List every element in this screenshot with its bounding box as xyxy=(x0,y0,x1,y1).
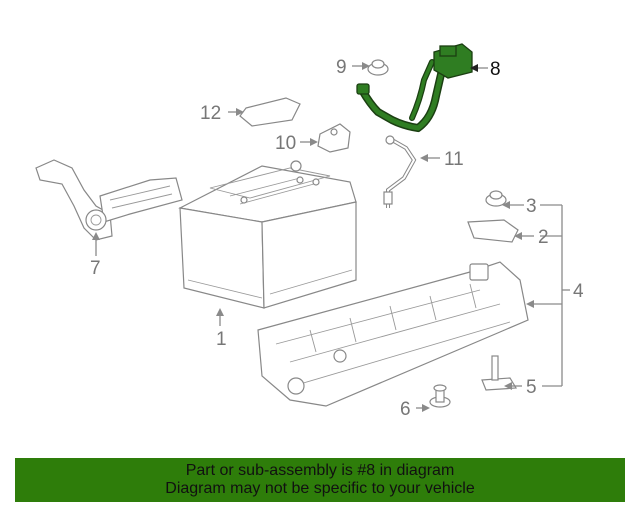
bolt-part-6[interactable] xyxy=(429,384,451,408)
callout-10: 10 xyxy=(275,133,296,154)
callout-9: 9 xyxy=(336,57,347,78)
bracket-part-10[interactable] xyxy=(317,123,351,153)
battery-part-1[interactable] xyxy=(178,160,357,309)
battery-cable-part-8[interactable] xyxy=(356,43,473,133)
callout-2: 2 xyxy=(538,227,549,248)
nut-part-9[interactable] xyxy=(367,59,389,76)
callout-3: 3 xyxy=(526,196,537,217)
callout-1: 1 xyxy=(216,329,227,350)
callout-7: 7 xyxy=(90,258,101,279)
callout-6: 6 xyxy=(400,399,411,420)
banner-line-2: Diagram may not be specific to your vehi… xyxy=(165,480,475,497)
nut-part-3[interactable] xyxy=(485,190,507,207)
connector-part-7[interactable] xyxy=(35,159,183,241)
clamp-part-2[interactable] xyxy=(467,219,519,243)
parts-diagram: 8 9 12 10 11 7 1 3 2 4 5 6 xyxy=(35,43,584,420)
banner-line-1: Part or sub-assembly is #8 in diagram xyxy=(185,462,455,479)
callout-8: 8 xyxy=(490,59,501,80)
tray-part-4[interactable] xyxy=(257,261,529,407)
callout-5: 5 xyxy=(526,377,537,398)
callout-4: 4 xyxy=(573,281,584,302)
cable-part-11[interactable] xyxy=(383,135,417,208)
leader-lines xyxy=(92,62,570,412)
plate-part-12[interactable] xyxy=(239,97,301,127)
info-banner: Part or sub-assembly is #8 in diagram Di… xyxy=(15,458,625,502)
callout-12: 12 xyxy=(200,103,221,124)
callout-11: 11 xyxy=(444,149,464,170)
